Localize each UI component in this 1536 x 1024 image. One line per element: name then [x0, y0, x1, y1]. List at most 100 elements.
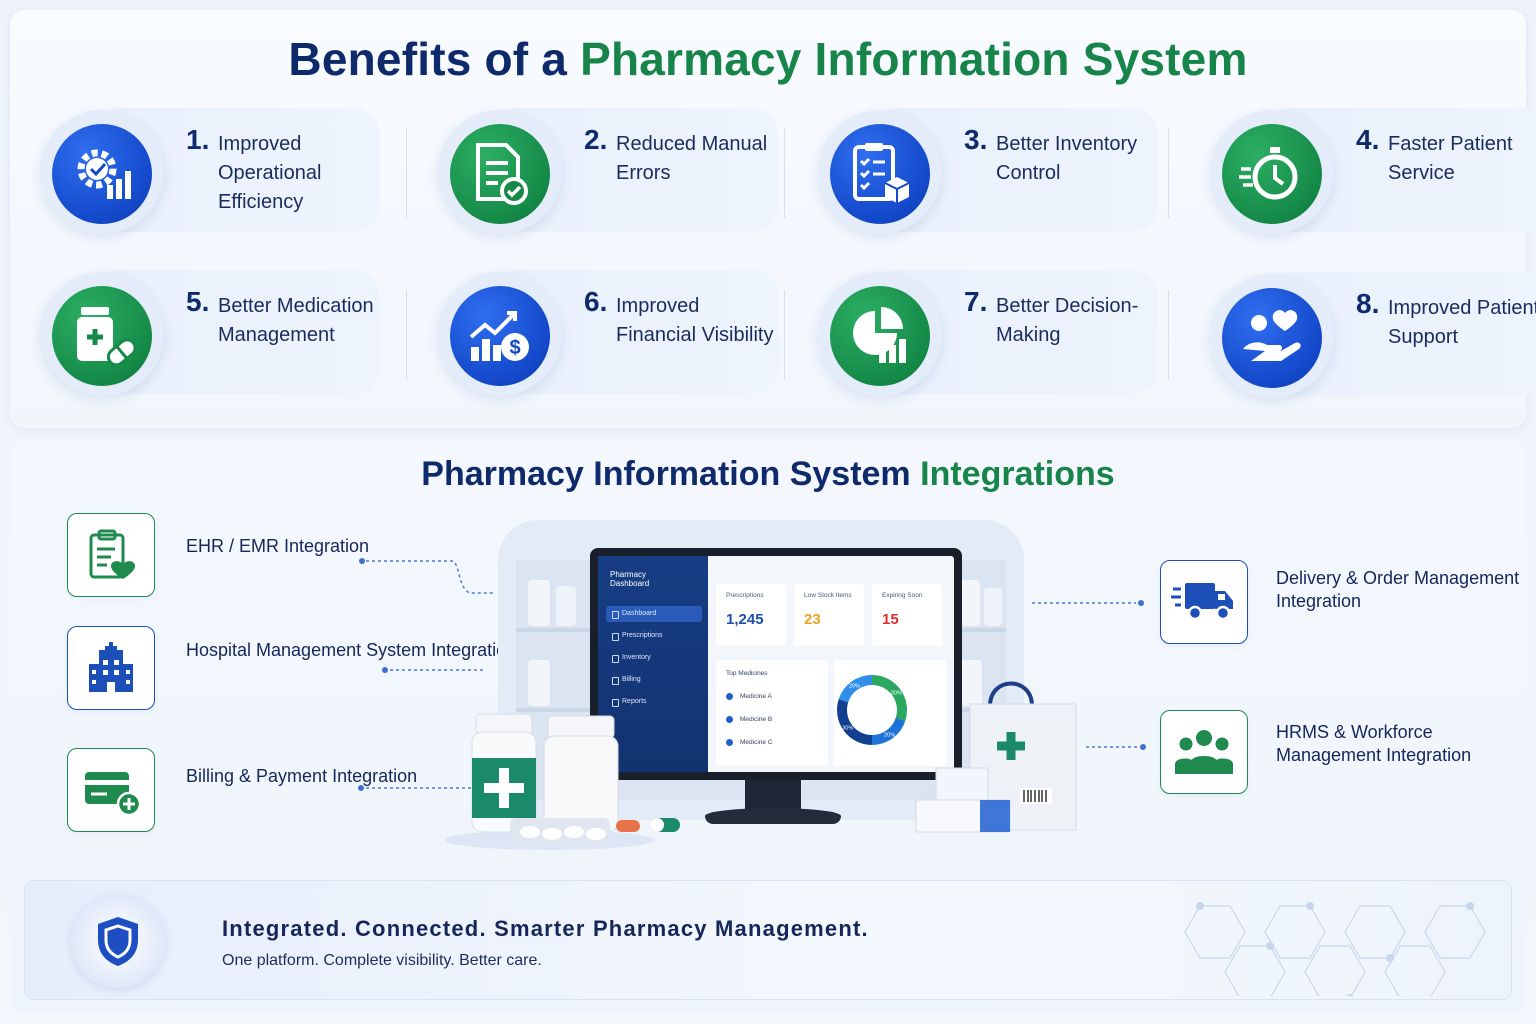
connector-line	[1032, 600, 1144, 606]
page-title-part1: Benefits of a	[288, 33, 568, 85]
integrations-title-part1: Pharmacy Information System	[421, 455, 911, 493]
divider	[406, 290, 407, 380]
medicine-row: Medicine B	[726, 716, 828, 723]
dashboard-nav-item[interactable]: Reports	[606, 694, 702, 710]
benefit-label: Improved Operational Efficiency	[218, 133, 322, 213]
donut-chart-card: 30% 20% 30% 20%	[834, 660, 946, 766]
divider	[1168, 290, 1169, 380]
benefit-card-2: 2. Reduced Manual Errors	[438, 108, 778, 236]
stat-card-prescriptions: Prescriptions 1,245	[716, 584, 786, 646]
benefit-label: Improved Financial Visibility	[616, 295, 774, 346]
integrations-title-part2: Integrations	[920, 455, 1115, 493]
benefit-number: 3.	[964, 124, 988, 155]
monitor-stand	[745, 780, 801, 810]
medicine-bottles-pills	[445, 713, 680, 850]
donut-segment	[871, 717, 906, 745]
benefit-label: Reduced Manual Errors	[616, 133, 768, 184]
medicine-bottle-icon	[52, 286, 152, 386]
hexagon-network-decoration	[1184, 902, 1486, 996]
dollar-growth-icon: $	[450, 286, 550, 386]
footer-tagline: Integrated. Connected. Smarter Pharmacy …	[222, 916, 869, 941]
benefit-number: 6.	[584, 286, 608, 317]
clipboard-heart-icon	[67, 513, 155, 597]
benefit-number: 1.	[186, 124, 210, 155]
benefit-label: Faster Patient Service	[1388, 133, 1513, 184]
donut-segment	[837, 699, 873, 745]
top-medicines-title: Top Medicines	[726, 670, 768, 677]
benefit-card-1: 1. Improved Operational Efficiency	[40, 108, 380, 236]
divider	[406, 128, 407, 218]
benefit-number: 7.	[964, 286, 988, 317]
svg-text:$: $	[509, 337, 520, 359]
dashboard-nav-item[interactable]: Inventory	[606, 650, 702, 666]
dashboard-screen: Pharmacy Dashboard Dashboard Prescriptio…	[598, 556, 954, 772]
benefit-card-7: 7. Better Decision-Making	[818, 270, 1158, 398]
stat-value: 23	[804, 611, 821, 628]
divider	[784, 290, 785, 380]
connector-line	[358, 785, 472, 791]
donut-label: 20%	[849, 684, 860, 690]
stat-value: 1,245	[726, 611, 764, 628]
donut-segment	[871, 675, 907, 721]
dashboard-brand: Pharmacy Dashboard	[610, 570, 650, 588]
delivery-truck-icon	[1160, 560, 1248, 644]
stat-label: Prescriptions	[726, 592, 764, 599]
connector-line	[1086, 744, 1146, 750]
benefit-card-6: $ 6. Improved Financial Visibility	[438, 270, 778, 398]
page-title-part2: Pharmacy Information System	[580, 33, 1248, 85]
donut-label: 30%	[891, 690, 902, 696]
integration-label-hms: Hospital Management System Integration	[186, 640, 517, 660]
footer-banner	[24, 880, 1512, 1000]
connector-line	[382, 667, 486, 673]
donut-segment	[838, 675, 873, 703]
benefit-number: 5.	[186, 286, 210, 317]
dashboard-nav-item[interactable]: Dashboard	[606, 606, 702, 622]
dashboard-sidebar: Pharmacy Dashboard Dashboard Prescriptio…	[598, 556, 708, 772]
stopwatch-icon	[1222, 124, 1322, 224]
divider	[784, 128, 785, 218]
pie-chart-icon	[830, 286, 930, 386]
medicine-row: Medicine C	[726, 739, 828, 746]
stat-value: 15	[882, 611, 899, 628]
gear-chart-icon	[52, 124, 152, 224]
credit-card-icon	[67, 748, 155, 832]
integration-label-billing: Billing & Payment Integration	[186, 766, 418, 786]
integrations-title: Pharmacy Information System Integrations	[0, 455, 1536, 494]
benefit-label: Better Medication Management	[218, 295, 374, 346]
page-title: Benefits of a Pharmacy Information Syste…	[0, 32, 1536, 86]
benefit-label: Better Inventory Control	[996, 133, 1138, 184]
connector-line	[359, 558, 494, 594]
stat-card-expiring: Expiring Soon 15	[872, 584, 942, 646]
benefit-card-4: 4. Faster Patient Service	[1210, 108, 1536, 236]
integration-label-delivery: Delivery & Order Management Integration	[1276, 568, 1520, 611]
shield-icon	[70, 894, 166, 988]
benefit-card-3: 3. Better Inventory Control	[818, 108, 1158, 236]
benefit-card-8: 8. Improved Patient Support	[1210, 272, 1536, 400]
people-group-icon	[1160, 710, 1248, 794]
stat-label: Expiring Soon	[882, 592, 923, 599]
divider	[1168, 128, 1169, 218]
donut-label: 30%	[842, 726, 853, 732]
benefit-number: 2.	[584, 124, 608, 155]
donut-label: 20%	[884, 732, 895, 738]
footer-subtagline: One platform. Complete visibility. Bette…	[222, 952, 542, 969]
benefit-label: Better Decision-Making	[996, 295, 1139, 346]
dashboard-nav-item[interactable]: Billing	[606, 672, 702, 688]
stat-label: Low Stock Items	[804, 592, 852, 599]
benefit-number: 4.	[1356, 124, 1380, 155]
integration-label-ehr: EHR / EMR Integration	[186, 536, 370, 556]
donut-chart: 30% 20% 30% 20%	[837, 675, 907, 745]
shopping-bag-boxes	[915, 681, 1077, 833]
monitor-base	[705, 808, 841, 824]
hand-heart-icon	[1222, 288, 1322, 388]
medicine-row: Medicine A	[726, 693, 828, 700]
stat-card-low-stock: Low Stock Items 23	[794, 584, 864, 646]
integration-label-hrms: HRMS & Workforce Management Integration	[1276, 722, 1472, 765]
benefit-number: 8.	[1356, 288, 1380, 319]
top-medicines-card: Top Medicines Medicine A Medicine B Medi…	[716, 660, 828, 766]
dashboard-monitor: Pharmacy Dashboard Dashboard Prescriptio…	[590, 548, 962, 780]
dashboard-nav-item[interactable]: Prescriptions	[606, 628, 702, 644]
benefit-card-5: 5. Better Medication Management	[40, 270, 380, 398]
benefit-label: Improved Patient Support	[1388, 297, 1536, 348]
hospital-icon	[67, 626, 155, 710]
